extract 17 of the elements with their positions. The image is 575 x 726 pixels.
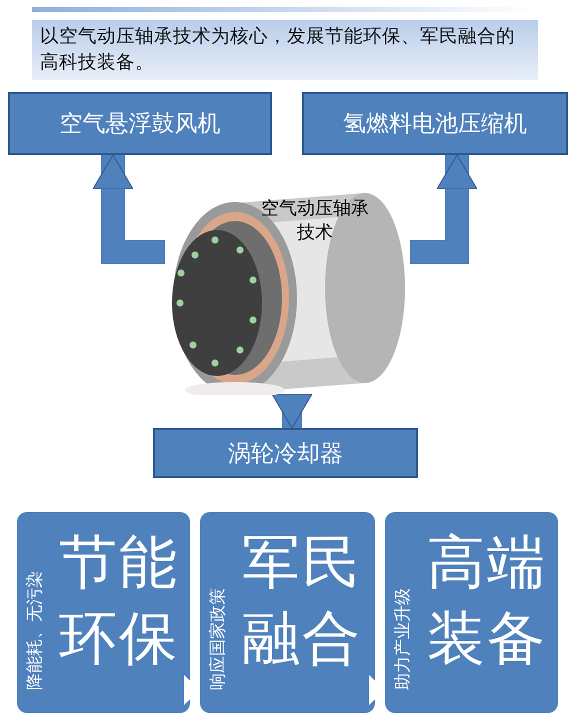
card-title: 高端装备 xyxy=(426,527,548,674)
vertical-caption: 降能耗、无污染 xyxy=(24,570,46,690)
theme-card xyxy=(385,512,558,713)
block-arrow xyxy=(410,154,478,264)
product-box: 氢燃料电池压缩机 xyxy=(302,92,568,155)
theme-card xyxy=(200,512,375,713)
block-arrow xyxy=(92,154,165,264)
product-box: 空气悬浮鼓风机 xyxy=(8,92,272,155)
picture-label: 空气动压轴承技术 xyxy=(260,197,370,245)
card-title: 军民融合 xyxy=(241,527,363,674)
vertical-caption: 助力产业升级 xyxy=(392,587,414,690)
product-box: 涡轮冷却器 xyxy=(153,428,418,478)
block-arrow xyxy=(272,394,312,428)
vertical-caption: 响应国家政策 xyxy=(207,587,229,690)
card-title: 节能环保 xyxy=(58,527,180,674)
heading-box: 以空气动压轴承技术为核心，发展节能环保、军民融合的高科技装备。 xyxy=(32,20,538,80)
theme-card xyxy=(17,512,190,713)
